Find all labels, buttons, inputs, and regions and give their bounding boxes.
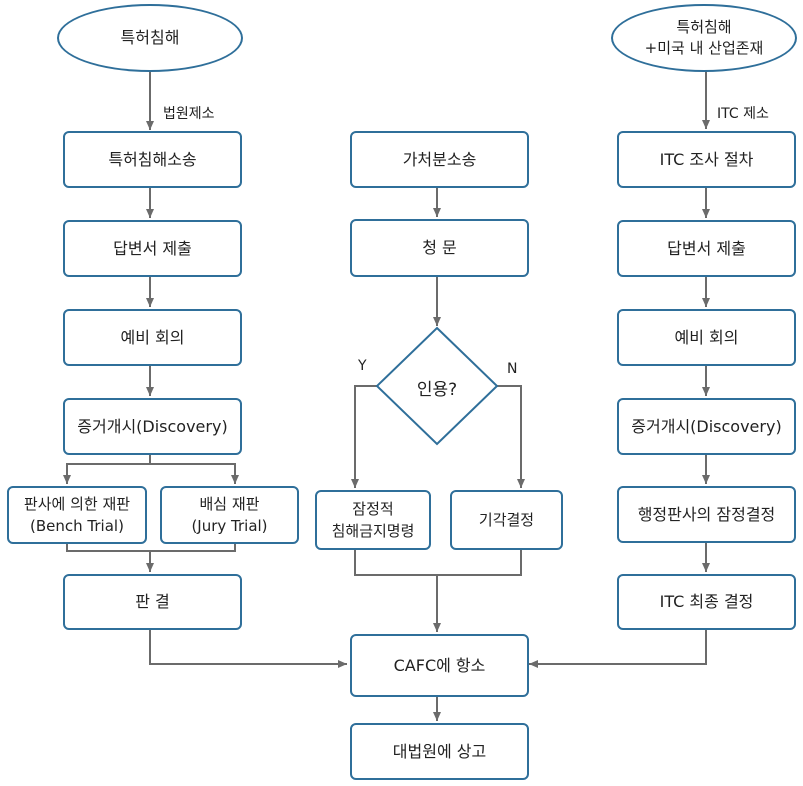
left-step-suit: 특허침해소송 [63,131,242,188]
left-step-answer: 답변서 제출 [63,220,242,277]
right-step-itc: ITC 조사 절차 [617,131,796,188]
left-step-prelim: 예비 회의 [63,309,242,366]
arrow-mid-yes-branch [351,385,377,488]
left-edge-label: 법원제소 [163,106,215,122]
right-step-answer: 답변서 제출 [617,220,796,277]
arrow-right-final-to-cafc [529,628,707,668]
right-step-alj: 행정판사의 잠정결정 [617,486,796,543]
mid-hearing: 청 문 [350,219,529,277]
right-step-final: ITC 최종 결정 [617,574,796,630]
arrow-left-verdict-to-cafc [149,628,347,668]
mid-decision-label: 인용? [416,380,458,400]
mid-start: 가처분소송 [350,131,529,188]
arrow-left-trials-merge [66,544,236,552]
left-verdict: 판 결 [63,574,242,630]
mid-yes-label: Y [358,358,367,374]
left-jury-trial: 배심 재판 (Jury Trial) [160,486,299,544]
left-start-oval: 특허침해 [57,4,243,72]
mid-no-label: N [507,361,518,377]
arrow-mid-no-branch [497,385,525,488]
left-bench-trial: 판사에 의한 재판 (Bench Trial) [7,486,147,544]
left-step-discovery: 증거개시(Discovery) [63,398,242,455]
right-step-discovery: 증거개시(Discovery) [617,398,796,455]
arrow-mid-results-merge [354,549,522,576]
arrow-left-discovery-split-b [150,463,239,484]
supreme-court-appeal: 대법원에 상고 [350,723,529,780]
right-edge-label: ITC 제소 [717,106,769,122]
decision-diamond [375,326,499,446]
right-start-oval: 특허침해 +미국 내 산업존재 [611,4,797,72]
mid-no-result: 기각결정 [450,490,563,550]
mid-yes-result: 잠정적 침해금지명령 [315,490,431,550]
cafc-appeal: CAFC에 항소 [350,634,529,697]
right-step-prelim: 예비 회의 [617,309,796,366]
arrow-left-discovery-split [63,454,151,484]
